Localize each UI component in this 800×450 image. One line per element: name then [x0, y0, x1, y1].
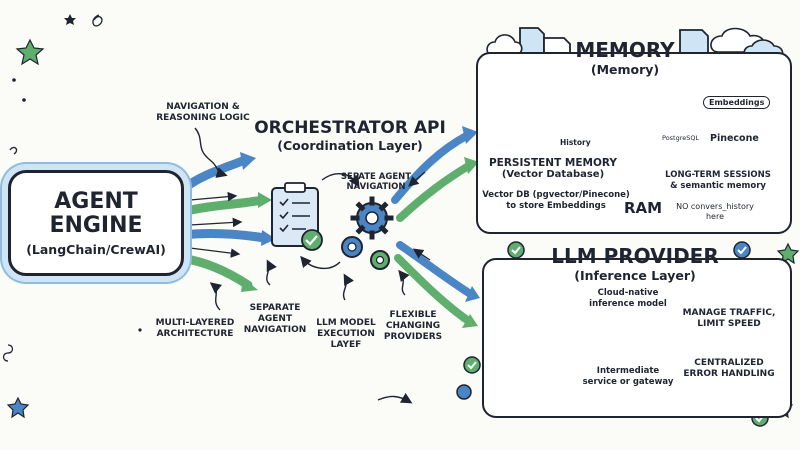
- nav-logic-line1: NAVIGATION &: [166, 102, 240, 112]
- flexible-line1: FLEXIBLE: [389, 310, 437, 320]
- sepate-nav-line1: SEPATE AGENT: [340, 172, 412, 182]
- llm-title: LLM PROVIDER: [551, 244, 719, 268]
- traffic-line1: MANAGE TRAFFIC,: [682, 308, 776, 318]
- orchestrator-links: [391, 126, 480, 328]
- orchestrator-title: ORCHESTRATOR API: [254, 118, 446, 138]
- postgres-label: PostgreSQL: [662, 134, 700, 142]
- pinecone-label: Pinecone: [710, 133, 759, 144]
- llm-exec-line2: EXECUTION: [317, 329, 375, 339]
- embeddings-badge: Embeddings: [703, 96, 771, 109]
- separate-nav-line3: NAVIGATION: [243, 325, 307, 335]
- intermediate-label: Intermediate service or gateway: [578, 366, 678, 388]
- llm-heading: LLM PROVIDER (Inference Layer): [530, 244, 740, 283]
- intermediate-line2: service or gateway: [582, 377, 674, 387]
- annotation-pointers: [194, 127, 413, 404]
- separate-nav-label: SEPARATE AGENT NAVIGATION: [240, 303, 310, 336]
- agent-engine-title-line1: AGENT: [54, 188, 138, 214]
- flexible-line2: CHANGING: [385, 321, 441, 331]
- cloud-native-label: Cloud-native inference model: [578, 288, 678, 310]
- cloud-native-line2: inference model: [589, 299, 667, 309]
- clipboard-icon: [271, 182, 323, 251]
- flexible-label: FLEXIBLE CHANGING PROVIDERS: [378, 310, 448, 343]
- llm-exec-line3: LAYEF: [330, 340, 362, 350]
- gear-icon: [300, 173, 394, 270]
- agent-engine-box: AGENT ENGINE (LangChain/CrewAI): [8, 170, 184, 276]
- persistent-heading: PERSISTENT MEMORY (Vector Database): [488, 157, 618, 180]
- orchestrator-heading: ORCHESTRATOR API (Coordination Layer): [250, 118, 450, 153]
- agent-engine-subtitle: (LangChain/CrewAI): [26, 241, 166, 257]
- memory-heading: MEMORY (Memory): [570, 38, 680, 77]
- multi-layer-line2: ARCHITECTURE: [156, 329, 234, 339]
- intermediate-line1: Intermediate: [596, 366, 660, 376]
- llm-provider-box: [482, 258, 792, 418]
- flexible-line3: PROVIDERS: [383, 332, 443, 342]
- vector-desc-line1: Vector DB (pgvector/Pinecone): [482, 190, 630, 200]
- multi-layer-line1: MULTI-LAYERED: [155, 318, 235, 328]
- memory-title: MEMORY: [575, 38, 675, 62]
- multi-layer-label: MULTI-LAYERED ARCHITECTURE: [140, 318, 250, 340]
- cloud-native-line1: Cloud-native: [597, 288, 659, 298]
- errors-line2: ERROR HANDLING: [683, 369, 775, 379]
- separate-nav-line2: AGENT: [257, 314, 293, 324]
- vector-desc: Vector DB (pgvector/Pinecone) to store E…: [476, 190, 636, 212]
- orchestrator-subtitle: (Coordination Layer): [277, 138, 423, 153]
- no-history-line1: NO convers_history: [676, 202, 754, 211]
- vector-desc-line2: to store Embeddings: [506, 201, 606, 211]
- sepate-nav-line2: NAVIGATION: [346, 182, 406, 192]
- no-history-line2: here: [705, 212, 725, 221]
- errors-line1: CENTRALIZED: [694, 358, 764, 368]
- traffic-label: MANAGE TRAFFIC, LIMIT SPEED: [674, 308, 784, 330]
- llm-subtitle: (Inference Layer): [574, 268, 696, 283]
- no-history-label: NO convers_history here: [660, 202, 770, 222]
- long-term-line1: LONG-TERM SESSIONS: [665, 170, 771, 180]
- nav-logic-line2: REASONING LOGIC: [156, 113, 250, 123]
- persistent-subtitle: (Vector Database): [501, 169, 605, 180]
- long-term-label: LONG-TERM SESSIONS & semantic memory: [658, 170, 778, 192]
- nav-logic-label: NAVIGATION & REASONING LOGIC: [148, 102, 258, 124]
- memory-box: [476, 52, 792, 234]
- agent-engine-title-line2: ENGINE: [49, 212, 143, 238]
- memory-subtitle: (Memory): [590, 62, 660, 77]
- agent-to-orchestrator-arrows: [177, 152, 276, 292]
- separate-nav-line1: SEPARATE: [249, 303, 301, 313]
- ram-label: RAM: [624, 199, 663, 217]
- history-label: History: [560, 138, 591, 147]
- sepate-nav-label: SEPATE AGENT NAVIGATION: [330, 172, 422, 192]
- traffic-line2: LIMIT SPEED: [697, 319, 761, 329]
- llm-exec-label: LLM MODEL EXECUTION LAYEF: [310, 318, 382, 351]
- long-term-line2: & semantic memory: [670, 181, 766, 191]
- persistent-title: PERSISTENT MEMORY: [488, 157, 618, 169]
- llm-exec-line1: LLM MODEL: [316, 318, 376, 328]
- errors-label: CENTRALIZED ERROR HANDLING: [674, 358, 784, 380]
